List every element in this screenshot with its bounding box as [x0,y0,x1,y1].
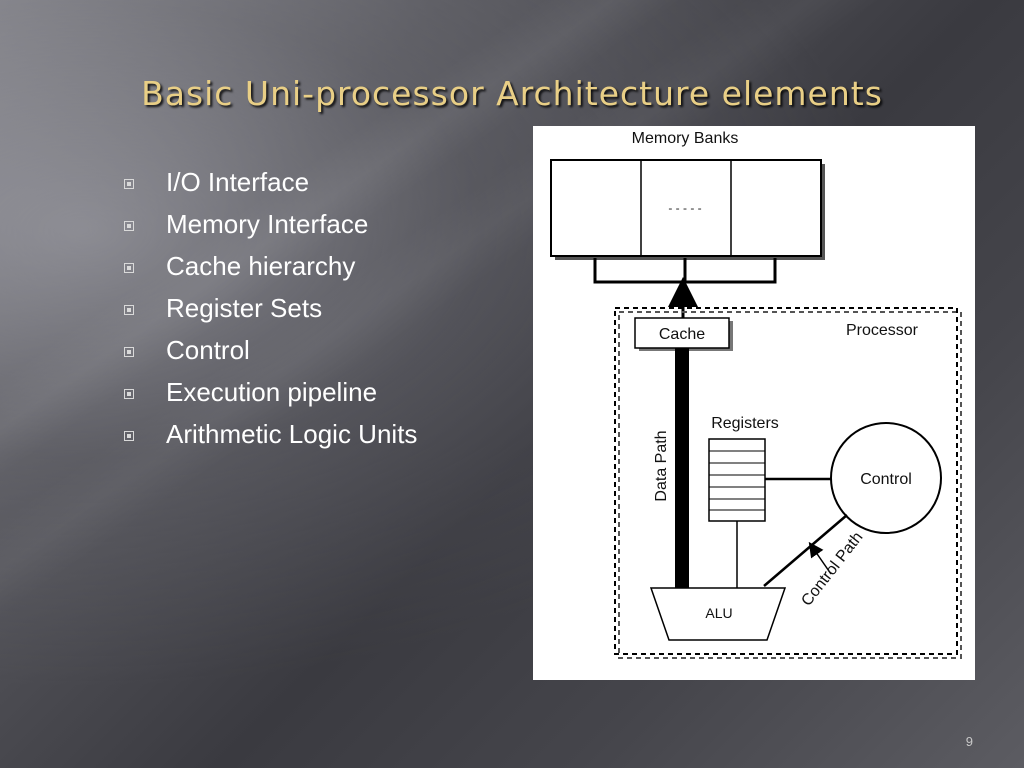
bullet-text: Cache hierarchy [166,251,356,281]
data-path-label: Data Path [653,430,670,501]
control-label: Control [860,471,912,488]
architecture-diagram-svg: Memory Banks - - - - - Processor Cache D… [550,130,962,659]
bullet-item: Cache hierarchy [120,250,440,283]
alu-label: ALU [705,605,732,621]
registers-label: Registers [711,415,779,432]
square-bullet-icon [124,389,134,399]
square-bullet-icon [124,305,134,315]
memory-bank-ellipsis: - - - - - [668,201,701,215]
bullet-item: Memory Interface [120,208,440,241]
bullet-text: Memory Interface [166,209,369,239]
square-bullet-icon [124,221,134,231]
bullet-text: Control [166,335,250,365]
control-path-line [763,514,848,587]
bullet-item: I/O Interface [120,166,440,199]
control-path-arrow [808,541,832,575]
slide-title: Basic Uni-processor Architecture element… [141,74,883,113]
bullet-text: I/O Interface [166,167,310,197]
bullet-text: Arithmetic Logic Units [166,419,418,449]
bullet-item: Control [120,334,440,367]
alu-shape [649,587,787,641]
cache-label: Cache [659,326,705,343]
bullet-text: Register Sets [166,293,323,323]
processor-label: Processor [846,322,919,339]
memory-banks-label: Memory Banks [632,130,739,147]
square-bullet-icon [124,179,134,189]
processor-boundary [614,307,958,655]
bullet-item: Execution pipeline [120,376,440,409]
bullet-list: I/O Interface Memory Interface Cache hie… [120,166,440,460]
square-bullet-icon [124,263,134,273]
square-bullet-icon [124,431,134,441]
memory-banks-box [550,159,822,257]
square-bullet-icon [124,347,134,357]
architecture-diagram: Memory Banks - - - - - Processor Cache D… [533,126,975,680]
page-number: 9 [965,734,973,749]
processor-boundary-shadow [618,311,962,659]
control-path-label: Control Path [798,529,866,610]
data-path-bar [675,348,689,588]
bullet-item: Arithmetic Logic Units [120,418,440,451]
register-file [708,438,766,522]
bullet-item: Register Sets [120,292,440,325]
bullet-text: Execution pipeline [166,377,378,407]
